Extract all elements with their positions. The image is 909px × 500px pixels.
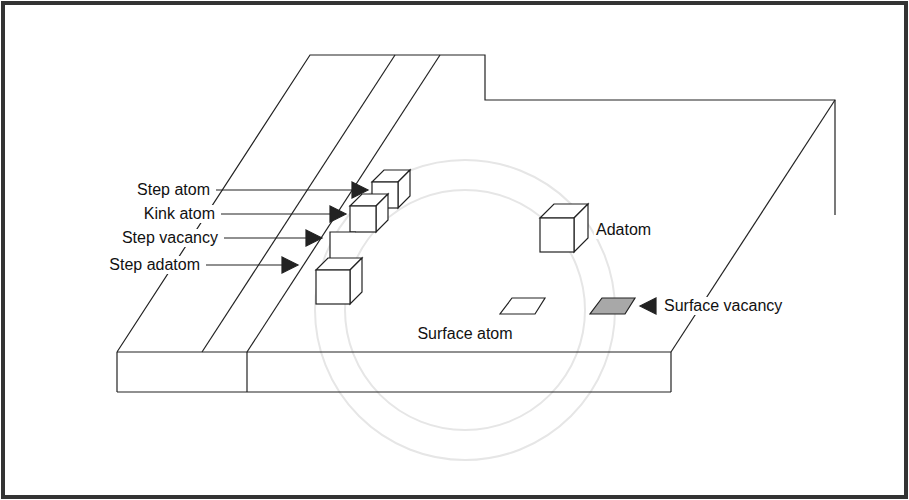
cube-side — [574, 204, 588, 252]
surface-atom-label: Surface atom — [415, 325, 514, 343]
watermark-ring — [345, 190, 585, 430]
step-vacancy-outline — [330, 232, 356, 258]
surface-atom-tile — [500, 298, 545, 314]
arrowhead — [306, 230, 322, 246]
cube-side — [350, 258, 362, 304]
terraces — [117, 55, 835, 392]
front-edge — [117, 351, 671, 352]
kink-atom-label: Kink atom — [142, 205, 217, 223]
adatom-cube — [540, 218, 574, 252]
leader-line — [221, 213, 330, 214]
arrowhead — [640, 298, 656, 314]
surface-vacancy-tile — [590, 298, 635, 314]
step-edge — [202, 55, 395, 352]
watermark — [315, 160, 615, 460]
front-edge — [246, 352, 247, 392]
step-vacancy-label: Step vacancy — [120, 229, 220, 247]
arrowhead — [330, 206, 346, 222]
terrace-outline — [117, 55, 835, 352]
frame — [3, 3, 906, 497]
front-edge — [116, 352, 117, 392]
step-edge — [247, 55, 440, 352]
front-edge — [670, 352, 671, 392]
leader-line — [216, 189, 352, 190]
arrowhead — [352, 182, 368, 198]
cube-side — [376, 194, 388, 232]
adatom-label: Adatom — [594, 221, 653, 239]
kink-atom-cube — [350, 206, 376, 232]
arrowhead — [282, 257, 298, 273]
step-adatom-label: Step adatom — [107, 256, 202, 274]
watermark-ring — [315, 160, 615, 460]
step-adatom-cube — [316, 270, 350, 304]
front-edge — [117, 391, 671, 392]
cube-side — [398, 170, 410, 208]
leaders — [206, 182, 656, 314]
step-atom-label: Step atom — [135, 181, 212, 199]
surface-vacancy-label: Surface vacancy — [662, 297, 784, 315]
atoms — [316, 170, 635, 314]
leader-line — [224, 237, 306, 238]
leader-line — [206, 264, 282, 265]
